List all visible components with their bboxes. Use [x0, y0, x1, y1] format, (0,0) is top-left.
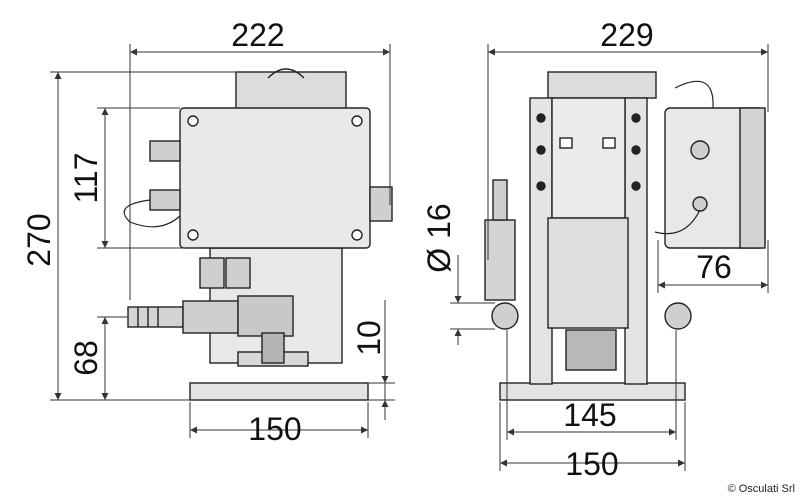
left-inlet-tube: [127, 306, 184, 328]
dim-inlet-height: 68: [68, 340, 104, 376]
dim-left-base: 150: [248, 411, 301, 447]
right-inlet-fitting: [484, 219, 516, 301]
copyright-text: © Osculati Srl: [728, 483, 795, 495]
right-base-plate: [499, 382, 686, 401]
dim-right-offset: 76: [696, 249, 732, 285]
dim-right-width: 229: [600, 17, 653, 53]
dim-offset: 10: [351, 320, 387, 356]
dim-height-total: 270: [21, 213, 57, 266]
left-electrical-box: [179, 107, 371, 249]
dim-box-height: 117: [68, 152, 104, 203]
dim-diameter: Ø 16: [421, 203, 457, 272]
dim-right-base-inner: 145: [563, 397, 616, 433]
dim-right-base-outer: 150: [565, 446, 618, 482]
dim-left-width: 222: [231, 17, 284, 53]
left-side-view: [123, 68, 393, 401]
left-base-plate: [189, 382, 369, 401]
right-dimensions: [450, 44, 769, 471]
right-front-view: [484, 71, 766, 401]
left-dimensions: [50, 44, 395, 438]
left-motor-top: [235, 71, 347, 111]
